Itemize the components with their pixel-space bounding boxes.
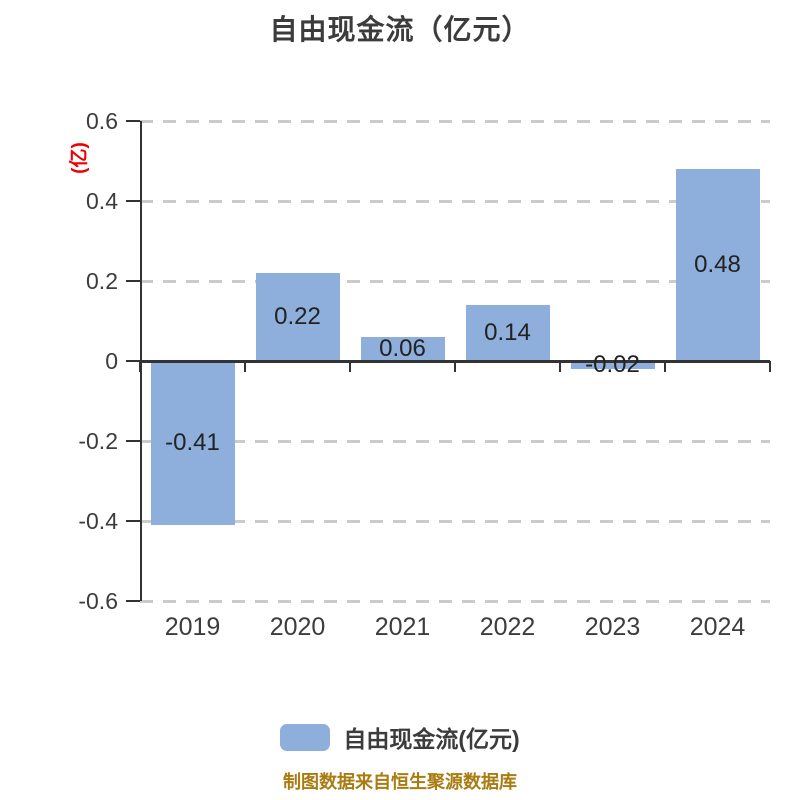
- y-axis-tick: [126, 440, 140, 442]
- bar-2022[interactable]: [465, 305, 550, 361]
- x-tick-label-2023: 2023: [584, 613, 641, 641]
- chart-title: 自由现金流（亿元）: [269, 14, 531, 45]
- bar-value-label: 0.14: [484, 319, 531, 346]
- y-axis-unit-label: (亿): [68, 142, 90, 174]
- y-axis-tick: [126, 280, 140, 282]
- x-tick-label-2019: 2019: [164, 613, 221, 641]
- grid-line: [140, 520, 770, 523]
- y-axis-tick: [126, 360, 140, 362]
- plot-area: -0.41 0.22 0.06 0.14 -0.02 0.48: [140, 120, 770, 603]
- x-tick-label-2020: 2020: [269, 613, 326, 641]
- x-axis-tick: [769, 361, 771, 372]
- bar-2024[interactable]: [675, 169, 760, 361]
- y-tick-label: 0.4: [86, 188, 118, 214]
- x-axis-tick: [664, 361, 666, 372]
- bar-value-label: 0.06: [379, 335, 426, 362]
- y-axis-tick: [126, 600, 140, 602]
- y-tick-label: 0.6: [86, 108, 118, 134]
- bar-2023[interactable]: [570, 361, 655, 369]
- y-axis-tick: [126, 120, 140, 122]
- y-tick-label: 0: [105, 348, 118, 374]
- y-axis-tick: [126, 520, 140, 522]
- y-tick-label: -0.6: [78, 588, 118, 614]
- x-axis-tick: [559, 361, 561, 372]
- x-axis-tick: [454, 361, 456, 372]
- x-tick-label-2021: 2021: [374, 613, 431, 641]
- grid-line: [140, 200, 770, 203]
- legend-label: 自由现金流(亿元): [343, 726, 520, 752]
- grid-line: [140, 120, 770, 123]
- legend-swatch: [280, 723, 331, 751]
- bar-value-label: -0.41: [165, 429, 220, 456]
- x-tick-label-2022: 2022: [479, 613, 536, 641]
- bar-value-label: 0.48: [694, 251, 741, 278]
- data-source-note: 制图数据来自恒生聚源数据库: [283, 772, 517, 792]
- x-axis-tick: [244, 361, 246, 372]
- legend[interactable]: 自由现金流(亿元): [0, 720, 800, 754]
- bar-2021[interactable]: [360, 337, 445, 361]
- x-axis-tick: [139, 361, 141, 372]
- grid-line: [140, 280, 770, 283]
- bar-2020[interactable]: [255, 273, 340, 361]
- x-tick-label-2024: 2024: [689, 613, 746, 641]
- bar-value-label: 0.22: [274, 303, 321, 330]
- y-tick-label: -0.2: [78, 428, 118, 454]
- y-tick-label: -0.4: [78, 508, 118, 534]
- y-tick-label: 0.2: [86, 268, 118, 294]
- y-axis-tick: [126, 200, 140, 202]
- grid-line: [140, 440, 770, 443]
- x-axis-tick: [349, 361, 351, 372]
- grid-line: [140, 600, 770, 603]
- bar-2019[interactable]: [150, 361, 235, 525]
- bar-value-label: -0.02: [585, 351, 640, 378]
